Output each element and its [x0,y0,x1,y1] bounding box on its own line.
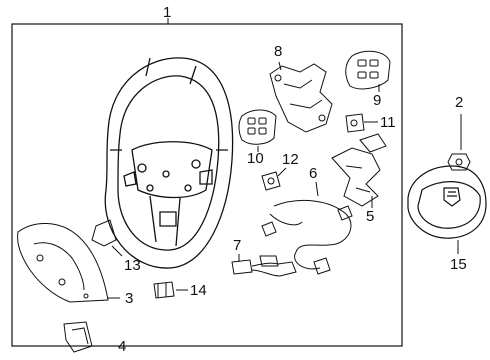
callout-8: 8 [274,43,283,60]
part-12-clip [261,171,281,191]
part-15-airbag [407,165,487,239]
part-6-wiring-harness [261,200,353,275]
leader-12 [277,167,287,177]
leader-13 [111,245,123,257]
callout-12: 12 [282,151,299,168]
part-13-cover [91,219,117,247]
callout-7: 7 [233,237,242,254]
callout-9: 9 [373,92,382,109]
part-4-trim [63,321,93,353]
callout-1: 1 [163,4,172,21]
part-2-bolt [447,153,471,171]
part-3-lower-cover [17,222,109,303]
callout-4: 4 [118,338,127,355]
callout-3: 3 [125,290,134,307]
part-9-right-switch [345,50,391,90]
part-10-left-switch [238,109,277,145]
part-14-clip [153,281,175,299]
assembly-frame [11,23,403,347]
part-11-button [345,113,365,133]
leader-6 [315,181,319,197]
part-8-switch-bracket [269,63,333,133]
part-7-harness [231,255,297,277]
steering-wheel [104,57,234,269]
callout-10: 10 [247,150,264,167]
part-5-bracket [331,133,387,207]
leader-8 [278,61,282,71]
callout-2: 2 [455,94,464,111]
callout-6: 6 [309,165,318,182]
callout-5: 5 [366,208,375,225]
callout-13: 13 [124,257,141,274]
callout-11: 11 [380,114,396,131]
callout-14: 14 [190,282,207,299]
callout-15: 15 [450,256,467,273]
